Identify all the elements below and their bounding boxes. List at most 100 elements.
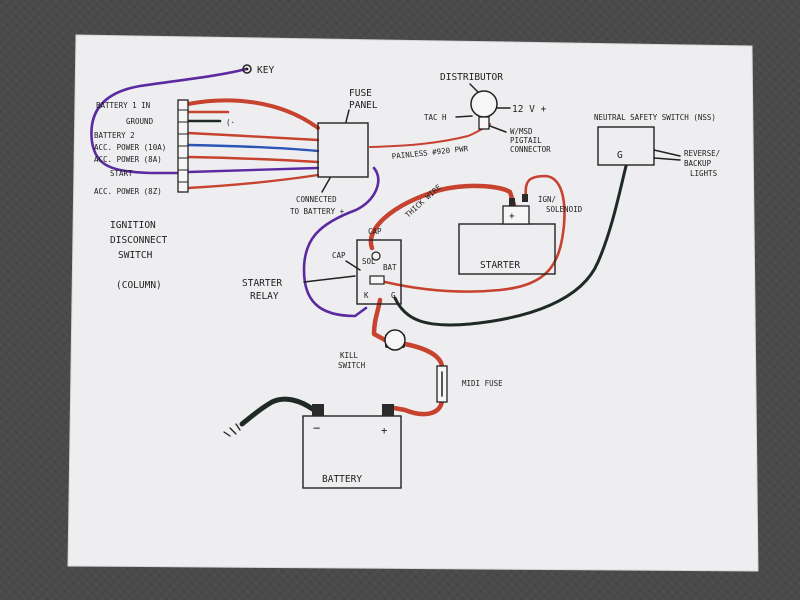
nss-label: NEUTRAL SAFETY SWITCH (NSS) — [594, 113, 716, 122]
tac-pointer — [455, 115, 473, 118]
nss-reverse-wire-a — [653, 149, 681, 157]
starter: + STARTER IGN/ SOLENOID — [458, 194, 583, 275]
pigtail-label-line1: W/MSD — [510, 127, 533, 136]
red-acc8a-wire — [186, 155, 320, 164]
ignition-caption-line4: (COLUMN) — [116, 280, 162, 291]
red-battery2-wire — [186, 131, 320, 142]
kill-switch-label-line1: KILL — [340, 351, 359, 360]
connector-pins — [178, 109, 188, 183]
relay-cap-pointer — [345, 260, 361, 271]
starter-post-icon — [509, 198, 515, 206]
battery-label: BATTERY — [322, 474, 362, 485]
relay-bat-terminal: BAT — [383, 263, 397, 272]
starter-relay-label-line1: STARTER — [242, 278, 282, 289]
red-battery1-wire — [186, 98, 320, 130]
reverse-label-line2: BACKUP — [684, 159, 712, 168]
pigtail-pointer — [489, 125, 507, 133]
solenoid-post-icon — [522, 194, 528, 202]
ground-tick — [223, 431, 231, 437]
starter-plus-label: + — [509, 211, 515, 222]
twelve-v-label: 12 V + — [512, 104, 547, 115]
battery-plus-label: + — [381, 425, 387, 437]
fuse-panel-note-line2: TO BATTERY + — [290, 207, 345, 216]
kill-switch-knob-icon — [384, 329, 406, 351]
starter-label: STARTER — [480, 260, 520, 271]
purple-relay-wire — [302, 166, 380, 318]
tac-label: TAC H — [424, 113, 447, 122]
ground-tick — [229, 427, 237, 435]
red-fuse-battery-wire — [391, 398, 445, 417]
starter-solenoid-box — [502, 205, 530, 225]
starter-relay-pointer — [303, 275, 356, 283]
terminal-label-ground: GROUND — [126, 117, 154, 126]
fuse-panel-battery-pointer — [321, 177, 331, 193]
black-negative-cable — [239, 396, 317, 427]
reverse-label-line1: REVERSE/ — [684, 149, 720, 158]
ign-solenoid-label-line2: SOLENOID — [546, 205, 583, 214]
black-nss-wire — [393, 164, 628, 327]
key-dot-icon — [245, 67, 249, 71]
kill-switch-label-line2: SWITCH — [338, 361, 366, 370]
nss-reverse-wire-b — [653, 157, 681, 161]
red-solenoid-wire — [383, 174, 566, 293]
relay-terminal-icon — [371, 251, 381, 261]
ignition-caption-line2: DISCONNECT — [110, 235, 167, 246]
nss-g-terminal: G — [617, 150, 623, 161]
switch-terminal-labels: BATTERY 1 IN GROUND BATTERY 2 ACC. POWER… — [94, 101, 166, 196]
red-kill-fuse-wire — [402, 341, 445, 369]
paper-sheet — [67, 34, 759, 572]
ground-arrow-icon: (· — [226, 118, 235, 127]
battery-minus-label: − — [313, 421, 320, 435]
battery-box — [302, 415, 402, 489]
thick-red-wire — [368, 183, 517, 251]
terminal-label-acc-8a: ACC. POWER (8A) — [94, 155, 162, 164]
terminal-label-start: START — [110, 169, 133, 178]
relay-coil-icon — [369, 275, 385, 285]
fuse-panel-pointer — [345, 109, 350, 123]
fuse-panel-box — [317, 122, 369, 178]
distributor: DISTRIBUTOR TAC H 12 V + W/MSD PIGTAIL C… — [424, 72, 551, 154]
midi-fuse-label: MIDI FUSE — [462, 379, 503, 388]
relay-box — [356, 239, 402, 305]
red-acc8z-wire — [186, 173, 320, 190]
relay-cap-top-label: CAP — [368, 227, 382, 236]
ignition-caption-line1: IGNITION — [110, 220, 156, 231]
distributor-body — [478, 116, 490, 130]
reverse-label-line3: LIGHTS — [690, 169, 718, 178]
ground-symbol-icon — [223, 423, 241, 437]
fuse-panel: FUSE PANEL CONNECTED TO BATTERY + — [290, 88, 378, 216]
battery-negative-post-icon — [312, 404, 324, 416]
purple-key-wire — [90, 67, 248, 175]
purple-start-wire — [186, 166, 320, 174]
neutral-safety-switch: NEUTRAL SAFETY SWITCH (NSS) G REVERSE/ B… — [594, 113, 720, 178]
relay-k-terminal: K — [364, 291, 369, 300]
pigtail-label-line3: CONNECTOR — [510, 145, 551, 154]
fuse-panel-label-line2: PANEL — [349, 100, 378, 111]
blue-acc-wire — [186, 143, 320, 153]
terminal-label-acc-8z: ACC. POWER (8Z) — [94, 187, 162, 196]
fuse-panel-note-line1: CONNECTED — [296, 195, 337, 204]
ignition-switch-connector — [177, 99, 189, 193]
starter-relay: CAP CAP SOL BAT K G STARTER RELAY — [242, 227, 402, 305]
distributor-pointer — [469, 83, 479, 93]
key-circle-icon — [242, 64, 252, 74]
distributor-label: DISTRIBUTOR — [440, 72, 503, 83]
terminal-label-battery2: BATTERY 2 — [94, 131, 135, 140]
ground-tick — [235, 423, 241, 431]
ign-solenoid-label-line1: IGN/ — [538, 195, 556, 204]
kill-switch: KILL SWITCH — [338, 329, 406, 370]
battery: − + BATTERY — [302, 404, 402, 489]
ignition-caption-line3: SWITCH — [118, 250, 153, 261]
terminal-label-acc-10a: ACC. POWER (10A) — [94, 143, 166, 152]
fuse-panel-label-line1: FUSE — [349, 88, 372, 99]
midi-fuse: MIDI FUSE — [436, 365, 503, 403]
nss-box — [597, 126, 655, 166]
battery-positive-post-icon — [382, 404, 394, 416]
terminal-label-battery1: BATTERY 1 IN — [96, 101, 150, 110]
relay-sol-terminal: SOL — [362, 257, 376, 266]
ignition-switch-caption: IGNITION DISCONNECT SWITCH (COLUMN) — [110, 220, 167, 291]
pigtail-label-line2: PIGTAIL — [510, 136, 542, 145]
key-label: KEY — [257, 65, 274, 76]
relay-g-terminal: G — [391, 291, 396, 300]
